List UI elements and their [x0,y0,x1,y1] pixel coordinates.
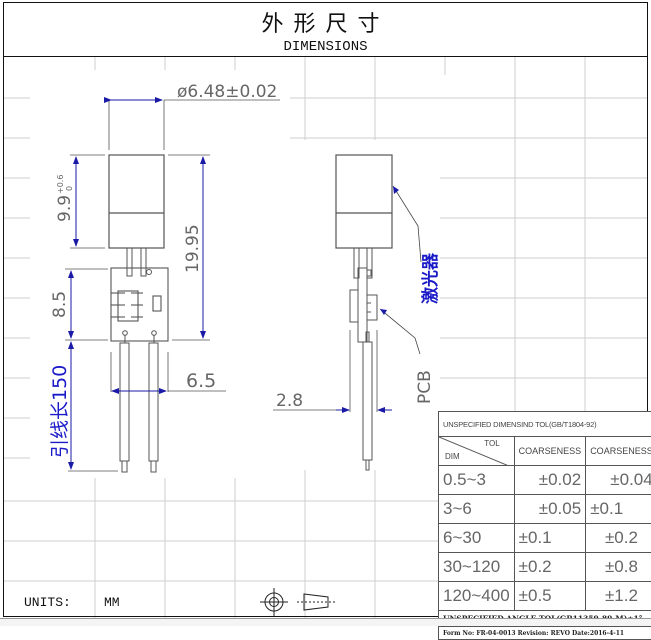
tolerance-value: ±0.1 [586,495,651,524]
form-info: Form No: FR-04-0013 Revision: REVO Date:… [439,627,651,640]
dim-range: 3~6 [439,495,515,524]
table-row: 6~30 ±0.1 ±0.2 [439,524,651,553]
units-label: UNITS: [24,595,71,610]
first-angle-projection-icon [255,588,345,618]
side-laser-head [336,155,392,248]
tolerance-value: ±0.02 [514,466,586,495]
tolerance-value: ±0.5 [514,582,586,611]
column-header: COARSENESS [514,437,586,466]
thickness-dimension: 2.8 [276,391,303,411]
tolerance-value: ±1.2 [586,582,651,611]
tolerance-table: UNSPECIFIED DIMENSIND TOL(GB/T1804-92) T… [438,411,651,640]
dim-range: 0.5~3 [439,466,515,495]
table-row: 0.5~3 ±0.02 ±0.04 [439,466,651,495]
side-pcb-assembly [350,248,377,470]
tolerance-value: ±0.2 [586,524,651,553]
table-row: 120~400 ±0.5 ±1.2 [439,582,651,611]
table-row: 3~6 ±0.05 ±0.1 [439,495,651,524]
corner-cell: TOL DIM [439,437,515,466]
units-value: MM [104,595,120,610]
dim-range: 6~30 [439,524,515,553]
tolerance-value: ±0.2 [514,553,586,582]
dim-range: 30~120 [439,553,515,582]
pcb-callout: PCB [415,370,435,404]
corner-tol-label: TOL [484,439,499,448]
column-header: COARSENESS [586,437,651,466]
callout-leaders [380,186,421,354]
dim-range: 120~400 [439,582,515,611]
drawing-sheet: 外形尺寸 DIMENSIONS [0,0,651,625]
tolerance-value: ±0.1 [514,524,586,553]
tolerance-value: ±0.05 [514,495,586,524]
corner-dim-label: DIM [445,452,460,461]
table-row: 30~120 ±0.2 ±0.8 [439,553,651,582]
tolerance-value: ±0.04 [586,466,651,495]
laser-callout: 激光器 [420,252,441,304]
tolerance-value: ±0.8 [586,553,651,582]
tolerance-table-title: UNSPECIFIED DIMENSIND TOL(GB/T1804-92) [439,412,651,437]
laser-leader-arrow [393,186,399,194]
